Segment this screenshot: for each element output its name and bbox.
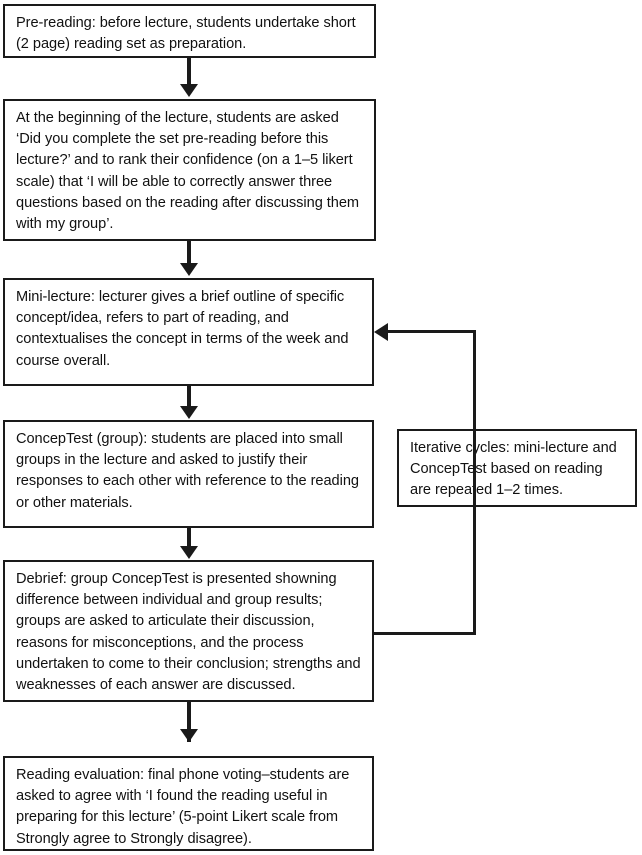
- feedback-loop-vertical-segment: [473, 331, 476, 635]
- flow-node-mini-lecture: Mini-lecture: lecturer gives a brief out…: [3, 278, 374, 386]
- flow-node-lecture-question: At the beginning of the lecture, student…: [3, 99, 376, 241]
- flow-node-concep-test-label: ConcepTest (group): students are placed …: [16, 431, 359, 511]
- flow-node-concep-test: ConcepTest (group): students are placed …: [3, 420, 374, 528]
- connector-pre-reading-to-question: [187, 58, 191, 86]
- connector-mini-lecture-to-concep-test: [187, 386, 191, 408]
- arrowhead-down-icon: [180, 729, 198, 742]
- arrowhead-down-icon: [180, 546, 198, 559]
- arrowhead-left-icon: [374, 323, 388, 341]
- flow-node-pre-reading-label: Pre-reading: before lecture, students un…: [16, 15, 356, 53]
- flow-node-iterative-cycles: Iterative cycles: mini-lecture and Conce…: [397, 429, 637, 507]
- flow-node-lecture-question-label: At the beginning of the lecture, student…: [16, 110, 360, 233]
- flow-node-debrief: Debrief: group ConcepTest is presented s…: [3, 560, 374, 702]
- flow-node-mini-lecture-label: Mini-lecture: lecturer gives a brief out…: [16, 289, 349, 369]
- connector-debrief-to-reading-evaluation: [187, 702, 191, 742]
- feedback-loop-bottom-segment: [373, 632, 476, 635]
- arrowhead-down-icon: [180, 406, 198, 419]
- flow-node-pre-reading: Pre-reading: before lecture, students un…: [3, 4, 376, 58]
- feedback-loop-top-segment: [387, 330, 476, 333]
- flow-node-iterative-cycles-label: Iterative cycles: mini-lecture and Conce…: [410, 440, 617, 499]
- connector-concep-test-to-debrief: [187, 528, 191, 548]
- flow-node-reading-evaluation: Reading evaluation: final phone voting–s…: [3, 756, 374, 851]
- arrowhead-down-icon: [180, 263, 198, 276]
- arrowhead-down-icon: [180, 84, 198, 97]
- flow-node-debrief-label: Debrief: group ConcepTest is presented s…: [16, 571, 361, 694]
- connector-question-to-mini-lecture: [187, 241, 191, 265]
- flow-node-reading-evaluation-label: Reading evaluation: final phone voting–s…: [16, 767, 350, 847]
